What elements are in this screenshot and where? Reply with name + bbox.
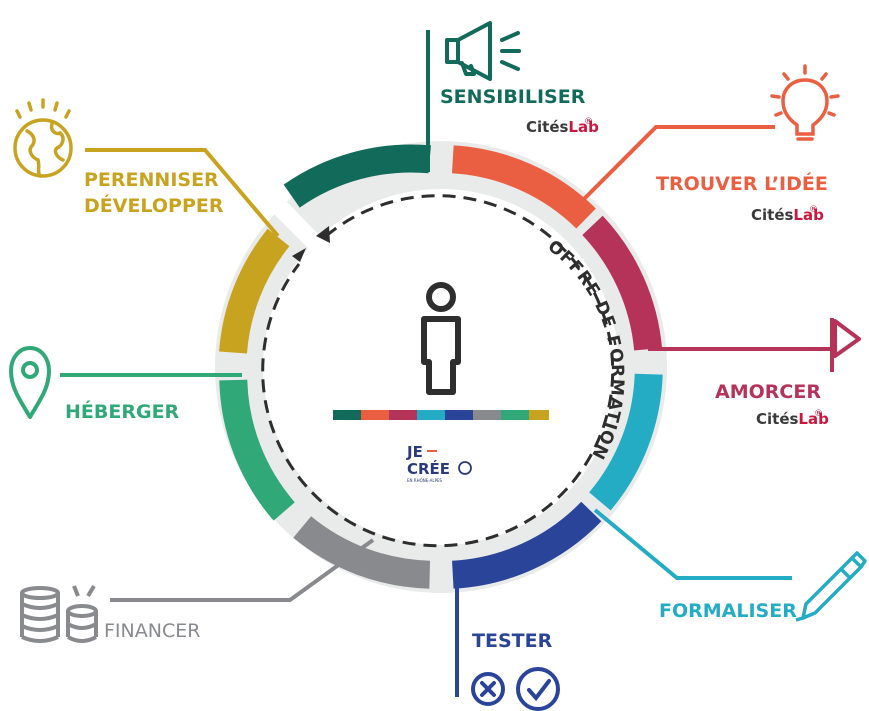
svg-text:CitésLab: CitésLab (756, 410, 829, 428)
dashed-cycle (261, 194, 615, 548)
label-heberger: HÉBERGER (65, 400, 180, 423)
label-sensibiliser: SENSIBILISER (440, 86, 586, 108)
label-tester: TESTER (472, 630, 553, 652)
arc-trouver (451, 145, 596, 229)
svg-text:®: ® (584, 117, 593, 127)
citeslab-brand-2: CitésLab ® (751, 205, 824, 224)
coins-icon (20, 584, 98, 643)
lightbulb-icon (770, 64, 840, 141)
arc-amorcer (582, 215, 663, 351)
logo-tagline: EN RHÔNE-ALPES (407, 478, 443, 483)
label-financer: FINANCER (104, 620, 200, 642)
check-cross-icon (471, 667, 560, 711)
arc-segments (219, 144, 663, 589)
citeslab-brand-1: CitésLab ® (526, 117, 599, 136)
arc-tester (451, 501, 602, 589)
svg-text:®: ® (809, 205, 818, 215)
svg-text:CitésLab: CitésLab (751, 206, 824, 224)
logo-line1: JE (406, 443, 423, 461)
arc-sensibiliser (283, 144, 431, 208)
arc-formaliser (589, 373, 663, 511)
label-developper: DÉVELOPPER (84, 194, 224, 217)
arc-perenniser (219, 228, 290, 354)
svg-text:CitésLab: CitésLab (526, 118, 599, 136)
cycle-arrowhead (292, 248, 306, 262)
globe-icon (13, 98, 73, 178)
label-formaliser: FORMALISER (659, 600, 797, 622)
je-cree-logo: JE CRÉE EN RHÔNE-ALPES (406, 443, 472, 483)
person-icon (421, 282, 461, 395)
megaphone-icon (445, 21, 521, 81)
pencil-icon (795, 551, 867, 622)
arc-heberger (219, 379, 295, 521)
label-perenniser: PERENNISER (84, 169, 219, 191)
logo-line2: CRÉE (407, 459, 450, 478)
label-trouver: TROUVER L’IDÉE (656, 172, 828, 195)
connectors (60, 30, 831, 697)
citeslab-brand-3: CitésLab ® (756, 409, 829, 428)
label-amorcer: AMORCER (715, 381, 821, 403)
svg-text:®: ® (814, 409, 823, 419)
flag-icon (830, 318, 861, 372)
arc-financer (293, 516, 431, 589)
color-bar (333, 410, 549, 420)
location-pin-icon (9, 346, 51, 419)
